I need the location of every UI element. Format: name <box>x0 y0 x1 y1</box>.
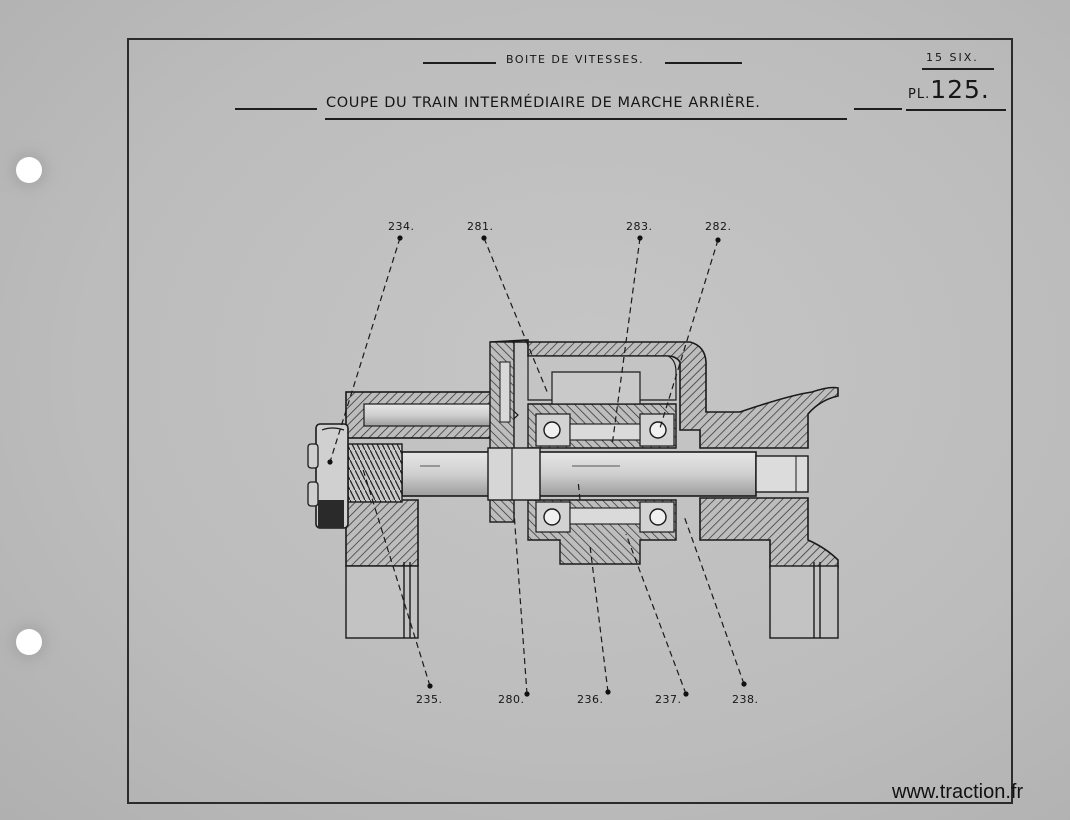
threaded-end <box>347 443 403 503</box>
plate-number-value: 125. <box>930 75 990 104</box>
bearing-spacer-bottom <box>569 507 641 525</box>
callout-283: 283. <box>626 220 653 233</box>
plate-prefix: PL. <box>908 87 931 102</box>
title-underline <box>325 118 847 120</box>
callout-238: 238. <box>732 693 759 706</box>
gearcase-upper <box>489 339 839 449</box>
title-rule-right <box>854 108 902 110</box>
binder-hole-bottom <box>16 629 42 655</box>
callout-282: 282. <box>705 220 732 233</box>
section-rule-left <box>423 62 496 64</box>
callout-236: 236. <box>577 693 604 706</box>
callout-280: 280. <box>498 693 525 706</box>
gear-teeth-top <box>551 371 641 405</box>
shaft-collar <box>487 447 541 501</box>
callout-234: 234. <box>388 220 415 233</box>
shaft-end-bore <box>755 455 809 493</box>
housing-lower-left <box>345 499 419 567</box>
bearing-right <box>639 413 675 533</box>
leader-dots <box>327 235 747 697</box>
plate-number-underline <box>906 109 1006 111</box>
housing-lower-right <box>699 497 839 569</box>
binder-hole-top <box>16 157 42 183</box>
section-rule-right <box>665 62 742 64</box>
drawing-frame <box>127 38 1013 804</box>
callout-235: 235. <box>416 693 443 706</box>
callout-281: 281. <box>467 220 494 233</box>
housing-leg-left <box>345 565 419 639</box>
wall-stud <box>499 361 511 423</box>
title-rule-left <box>235 108 317 110</box>
callout-237: 237. <box>655 693 682 706</box>
site-watermark: www.traction.fr <box>892 781 1024 803</box>
bearing-spacer-top <box>569 423 641 441</box>
section-label: BOITE DE VITESSES. <box>506 53 645 66</box>
plate-number: PL.125. <box>908 75 990 104</box>
plate-ref-underline <box>922 68 994 70</box>
main-title: COUPE DU TRAIN INTERMÉDIAIRE DE MARCHE A… <box>326 95 761 111</box>
plate-reference: 15 SIX. <box>926 51 979 64</box>
leader-lines <box>329 237 745 695</box>
housing-leg-right <box>769 565 839 639</box>
locating-pin <box>363 403 507 427</box>
